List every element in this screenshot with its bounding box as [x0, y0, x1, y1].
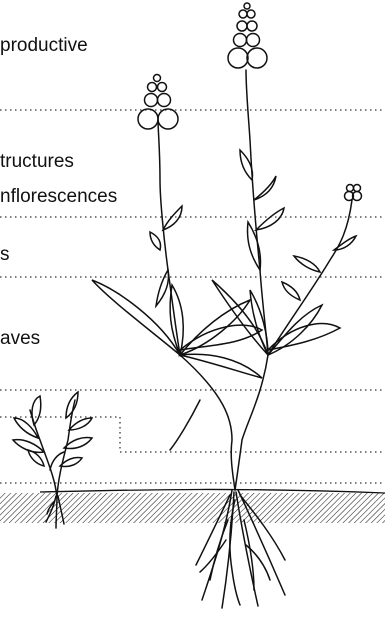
- label-structures: tructures: [0, 150, 74, 174]
- ground-line: [40, 489, 385, 493]
- plant-leaves: [92, 150, 356, 378]
- label-reproductive: productive: [0, 34, 88, 58]
- label-inflorescences: nflorescences: [0, 185, 117, 209]
- label-leaves: aves: [0, 327, 40, 351]
- plant-stems: [158, 70, 352, 490]
- label-stems: s: [0, 243, 10, 267]
- zone-line-5: [0, 417, 385, 452]
- flower-clusters: [138, 3, 362, 201]
